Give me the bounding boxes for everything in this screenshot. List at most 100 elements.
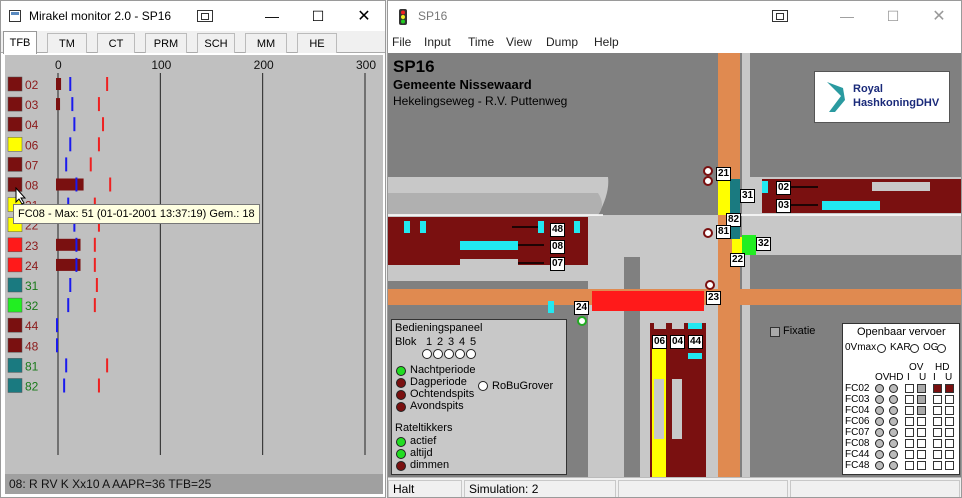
ov-checkbox[interactable] xyxy=(945,439,954,448)
ov-checkbox[interactable] xyxy=(905,428,914,437)
fc-label: 02 xyxy=(25,78,39,92)
menubar: File Input Time View Dump Help xyxy=(388,31,961,53)
ov-checkbox[interactable] xyxy=(905,417,914,426)
ov-mode-og-radio[interactable] xyxy=(937,344,946,353)
signal-tag-04[interactable]: 04 xyxy=(670,335,686,349)
menu-view[interactable]: View xyxy=(506,35,532,49)
close-button[interactable]: ✕ xyxy=(357,8,371,25)
menu-file[interactable]: File xyxy=(392,35,412,49)
restore-view-icon[interactable] xyxy=(772,10,788,22)
ov-checkbox[interactable] xyxy=(917,395,926,404)
ov-checkbox[interactable] xyxy=(933,384,942,393)
blok-number: 2 xyxy=(437,336,444,348)
fixatie-checkbox[interactable] xyxy=(770,327,780,337)
crossing-23-24 xyxy=(592,291,704,311)
blok-2-radio[interactable] xyxy=(433,349,443,359)
blok-number: 3 xyxy=(448,336,455,348)
ov-checkbox[interactable] xyxy=(905,384,914,393)
rateltikker-label: actief xyxy=(410,435,437,447)
blok-1-radio[interactable] xyxy=(422,349,432,359)
right-titlebar[interactable]: SP16 — ☐ ✕ xyxy=(388,1,961,31)
signal-tag-31[interactable]: 31 xyxy=(740,189,756,203)
ov-checkbox[interactable] xyxy=(945,428,954,437)
signal-tag-07[interactable]: 07 xyxy=(550,257,566,271)
ov-checkbox[interactable] xyxy=(917,428,926,437)
signal-tag-44[interactable]: 44 xyxy=(688,335,704,349)
restore-view-icon[interactable] xyxy=(197,10,213,22)
ov-checkbox[interactable] xyxy=(917,406,926,415)
robu-toggle[interactable] xyxy=(478,381,488,391)
ov-checkbox[interactable] xyxy=(945,450,954,459)
signal-tag-82[interactable]: 82 xyxy=(726,213,742,227)
tab-tfb[interactable]: TFB xyxy=(3,31,37,54)
ov-checkbox[interactable] xyxy=(917,450,926,459)
signal-tag-08[interactable]: 08 xyxy=(550,240,566,254)
ov-checkbox[interactable] xyxy=(945,406,954,415)
blok-3-radio[interactable] xyxy=(444,349,454,359)
ov-checkbox[interactable] xyxy=(945,461,954,470)
ov-checkbox[interactable] xyxy=(917,461,926,470)
ov-checkbox[interactable] xyxy=(945,384,954,393)
menu-help[interactable]: Help xyxy=(594,35,619,49)
period-ochtendspits-toggle[interactable] xyxy=(396,390,406,400)
tab-sch[interactable]: SCH xyxy=(197,33,235,53)
ov-checkbox[interactable] xyxy=(905,395,914,404)
signal-tag-24[interactable]: 24 xyxy=(574,301,590,315)
fc-label: 82 xyxy=(25,380,39,394)
tab-prm[interactable]: PRM xyxy=(145,33,187,53)
x-tick-label: 300 xyxy=(356,58,376,72)
ov-checkbox[interactable] xyxy=(933,461,942,470)
ov-checkbox[interactable] xyxy=(933,439,942,448)
ov-checkbox[interactable] xyxy=(933,417,942,426)
rateltikker-actief-toggle[interactable] xyxy=(396,437,406,447)
close-button[interactable]: ✕ xyxy=(932,8,946,25)
ov-checkbox[interactable] xyxy=(905,406,914,415)
ov-checkbox[interactable] xyxy=(905,439,914,448)
ov-checkbox[interactable] xyxy=(917,384,926,393)
period-dagperiode-toggle[interactable] xyxy=(396,378,406,388)
rateltikker-altijd-toggle[interactable] xyxy=(396,449,406,459)
tab-he[interactable]: HE xyxy=(297,33,337,53)
left-titlebar[interactable]: Mirakel monitor 2.0 - SP16 — ☐ ✕ xyxy=(1,1,385,31)
signal-tag-32[interactable]: 32 xyxy=(756,237,772,251)
ov-mode-0vmax-radio[interactable] xyxy=(877,344,886,353)
ov-mode-kar-radio[interactable] xyxy=(910,344,919,353)
ov-checkbox[interactable] xyxy=(933,395,942,404)
signal-tag-48[interactable]: 48 xyxy=(550,223,566,237)
maximize-button[interactable]: ☐ xyxy=(311,7,325,24)
signal-tag-06[interactable]: 06 xyxy=(652,335,668,349)
period-nachtperiode-toggle[interactable] xyxy=(396,366,406,376)
blok-4-radio[interactable] xyxy=(455,349,465,359)
minimize-button[interactable]: — xyxy=(265,8,279,24)
tab-ct[interactable]: CT xyxy=(97,33,135,53)
minimize-button[interactable]: — xyxy=(840,8,854,24)
period-avondspits-toggle[interactable] xyxy=(396,402,406,412)
fc-swatch xyxy=(7,257,23,273)
ov-checkbox[interactable] xyxy=(917,417,926,426)
ov-checkbox[interactable] xyxy=(933,428,942,437)
rateltikker-dimmen-toggle[interactable] xyxy=(396,461,406,471)
signal-tag-23[interactable]: 23 xyxy=(706,291,722,305)
menu-input[interactable]: Input xyxy=(424,35,451,49)
ov-checkbox[interactable] xyxy=(917,439,926,448)
blok-label: Blok xyxy=(395,336,417,348)
signal-tag-02[interactable]: 02 xyxy=(776,181,792,195)
tab-mm[interactable]: MM xyxy=(245,33,287,53)
ov-checkbox[interactable] xyxy=(945,417,954,426)
ov-checkbox[interactable] xyxy=(905,461,914,470)
ov-checkbox[interactable] xyxy=(945,395,954,404)
blok-5-radio[interactable] xyxy=(466,349,476,359)
control-panel-title: Bedieningspaneel xyxy=(395,322,483,334)
menu-dump[interactable]: Dump xyxy=(546,35,579,49)
signal-tag-03[interactable]: 03 xyxy=(776,199,792,213)
tfb-bar xyxy=(56,258,81,271)
signal-tag-81[interactable]: 81 xyxy=(716,225,732,239)
maximize-button[interactable]: ☐ xyxy=(886,7,900,24)
ov-checkbox[interactable] xyxy=(933,406,942,415)
tab-tm[interactable]: TM xyxy=(47,33,87,53)
menu-time[interactable]: Time xyxy=(468,35,495,49)
ov-checkbox[interactable] xyxy=(905,450,914,459)
signal-tag-22[interactable]: 22 xyxy=(730,253,746,267)
signal-tag-21[interactable]: 21 xyxy=(716,167,732,181)
ov-checkbox[interactable] xyxy=(933,450,942,459)
